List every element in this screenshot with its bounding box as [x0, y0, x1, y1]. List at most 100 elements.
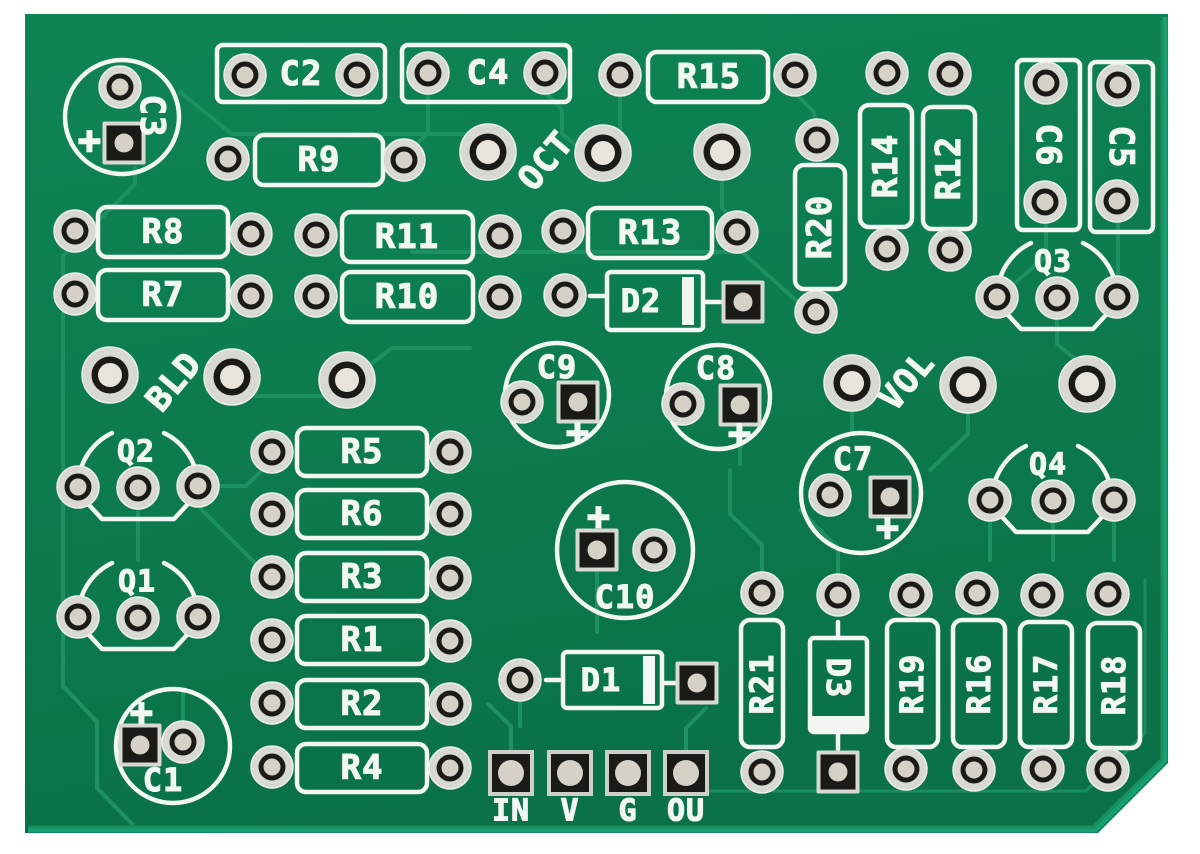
silkscreen-label-d3: D3 — [819, 658, 857, 699]
silkscreen-label-r11: R11 — [375, 217, 439, 257]
silkscreen-label-c1: C1 — [143, 761, 184, 799]
polarity-mark-c8: + — [728, 411, 752, 455]
silkscreen-label-r17: R17 — [1027, 654, 1065, 715]
pad-round — [229, 274, 273, 318]
pad-pot — [318, 351, 376, 409]
pad-pot — [823, 354, 881, 412]
pad-pot — [81, 346, 139, 404]
diode-d1 — [543, 649, 679, 711]
pad-round — [116, 596, 160, 640]
pad-round — [294, 274, 338, 318]
silkscreen-label-c10: C10 — [595, 578, 656, 616]
resistor-outline-r6 — [294, 487, 430, 541]
pad-round — [661, 382, 705, 426]
pad-round — [865, 51, 909, 95]
resistor-outline-r10 — [339, 269, 476, 325]
silkscreen-label-r21: R21 — [743, 654, 781, 715]
pad-square — [816, 750, 860, 794]
pad-round — [889, 573, 933, 617]
silkscreen-label-q2: Q2 — [117, 435, 155, 470]
silkscreen-label-d1: D1 — [581, 661, 622, 699]
pad-round — [816, 573, 860, 617]
silkscreen-label-r18: R18 — [1095, 655, 1133, 716]
silkscreen-label-r19: R19 — [893, 654, 931, 715]
pad-round — [632, 528, 676, 572]
pad-round — [250, 618, 294, 662]
pad-round — [161, 720, 205, 764]
pad-round — [928, 228, 972, 272]
board-cut-edge — [28, 17, 1168, 833]
pad-round — [498, 658, 542, 702]
pad-round — [795, 118, 839, 162]
silkscreen-label-r2: R2 — [341, 684, 384, 724]
resistor-outline-r15 — [645, 49, 771, 105]
silkscreen-label-r9: R9 — [298, 140, 341, 180]
pad-pot — [1058, 355, 1116, 413]
resistor-outline-r8 — [95, 204, 231, 260]
pad-round — [500, 380, 544, 424]
pad-round — [773, 53, 817, 97]
pad-pot — [203, 348, 261, 406]
silkscreen-label-c6: C6 — [1028, 124, 1068, 167]
silkscreen-label-r6: R6 — [341, 494, 384, 534]
pad-round — [335, 53, 379, 97]
pad-round — [428, 619, 472, 663]
pad-round — [250, 430, 294, 474]
cap-outline-c1 — [113, 686, 233, 806]
cap-outline-c2 — [214, 42, 388, 105]
pad-round — [428, 746, 472, 790]
silkscreen-label-r10: R10 — [375, 277, 439, 317]
silkscreen-label-in: IN — [492, 794, 530, 829]
silkscreen-label-c9: C9 — [537, 348, 578, 386]
pad-round — [1024, 61, 1068, 105]
pad-round — [53, 209, 97, 253]
diode-d2 — [587, 269, 723, 333]
resistor-outline-r13 — [585, 205, 715, 261]
pad-round — [250, 681, 294, 725]
resistor-outline-r11 — [339, 209, 476, 265]
polarity-mark-c9: + — [566, 410, 590, 454]
pad-round — [250, 555, 294, 599]
silkscreen-label-q4: Q4 — [1029, 448, 1067, 483]
pad-round — [428, 492, 472, 536]
polarity-mark-c3: + — [78, 118, 102, 162]
resistor-outline-r4 — [294, 741, 430, 795]
pad-round — [1086, 748, 1130, 792]
pad-round — [928, 52, 972, 96]
pad-round — [206, 137, 250, 181]
cap-outline-c4 — [399, 42, 573, 105]
pad-round — [541, 209, 585, 253]
pad-round — [952, 748, 996, 792]
resistor-outline-r3 — [294, 550, 430, 604]
silkscreen-label-d2: D2 — [621, 282, 662, 320]
resistor-outline-r18 — [1085, 620, 1143, 751]
silkscreen-label-r14: R14 — [866, 134, 906, 198]
cap-outline-c5 — [1087, 59, 1156, 235]
pad-round — [229, 212, 273, 256]
diode-d3 — [807, 619, 870, 752]
silkscreen-label-ou: OU — [667, 794, 705, 829]
polarity-mark-c7: + — [876, 505, 900, 549]
pad-round — [116, 466, 160, 510]
resistor-outline-r7 — [95, 267, 231, 323]
resistor-outline-r2 — [294, 677, 430, 731]
resistor-outline-r21 — [738, 617, 786, 750]
pad-round — [478, 214, 522, 258]
resistor-outline-r5 — [294, 425, 430, 479]
polarity-mark-c1: + — [130, 690, 154, 734]
pad-round — [223, 53, 267, 97]
pad-pin — [547, 750, 593, 796]
silkscreen-label-r13: R13 — [618, 213, 682, 253]
pad-round — [740, 571, 784, 615]
pad-round — [808, 473, 852, 517]
pad-square — [721, 280, 765, 324]
cap-outline-c10 — [554, 479, 696, 621]
cap-outline-c3 — [62, 57, 182, 177]
pad-round — [1020, 573, 1064, 617]
silkscreen-label-r15: R15 — [677, 57, 741, 97]
pad-round — [56, 465, 100, 509]
pad-round — [1023, 180, 1067, 224]
pad-round — [176, 595, 220, 639]
